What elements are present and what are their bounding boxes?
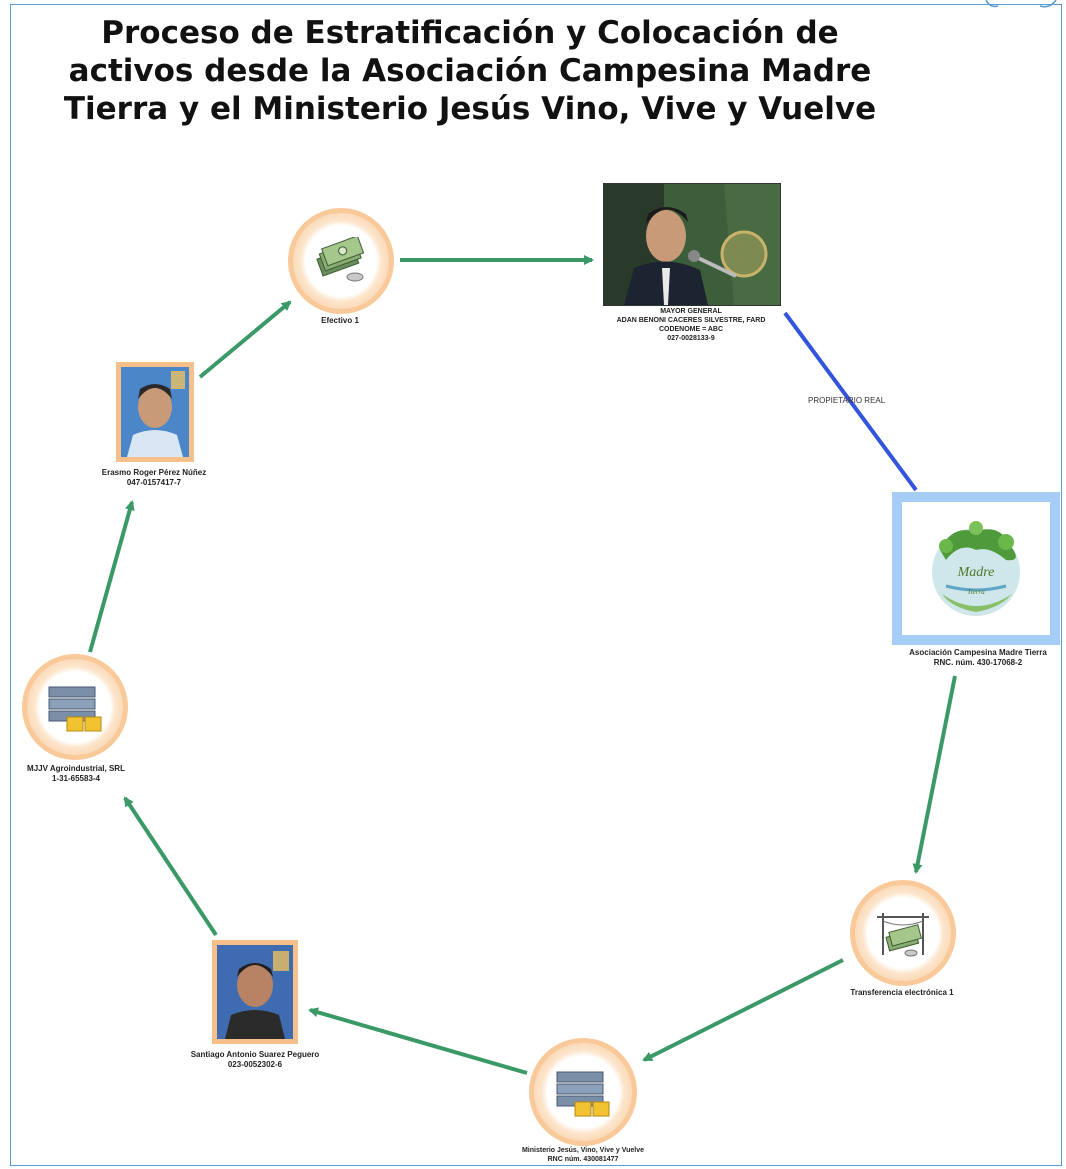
company-building-icon: [48, 686, 102, 732]
earth-tree-logo-icon: Madre Tierra: [932, 521, 1020, 616]
erasmo-id: 047-0157417-7: [126, 478, 182, 487]
madre-tierra-label: Asociación Campesina Madre Tierra RNC. n…: [909, 648, 1047, 668]
ministerio-rnc: RNC núm. 430081477: [547, 1156, 619, 1163]
madre-tierra-logo-frame: Madre Tierra: [892, 492, 1060, 645]
madre-tierra-rnc: RNC. núm. 430-17068-2: [933, 658, 1023, 667]
wire-transfer-icon: [877, 913, 929, 957]
madre-tierra-name: Asociación Campesina Madre Tierra: [909, 648, 1047, 657]
cash-stack-icon: [316, 237, 365, 282]
santiago-name: Santiago Antonio Suarez Peguero: [190, 1050, 320, 1059]
edge-madre-tierra-to-transferencia: [912, 675, 957, 874]
ministerio-label: Ministerio Jesús, Vino, Vive y Vuelve RN…: [522, 1146, 644, 1164]
santiago-photo: [217, 945, 293, 1039]
erasmo-photo: [121, 367, 189, 457]
santiago-label: Santiago Antonio Suarez Peguero 023-0052…: [191, 1050, 320, 1070]
efectivo-label: Efectivo 1: [321, 316, 359, 325]
mjv-name: MJJV Agroindustrial, SRL: [27, 764, 125, 773]
santiago-id: 023-0052302-6: [227, 1060, 283, 1069]
mayor-name: ADAN BENONI CACERES SILVESTRE, FARD: [616, 317, 766, 324]
svg-text:Madre: Madre: [957, 565, 995, 580]
mjv-label: MJJV Agroindustrial, SRL 1-31-65583-4: [27, 764, 125, 784]
diagram-title: Proceso de Estratificación y Colocación …: [63, 15, 877, 127]
edge-transferencia-to-ministerio: [642, 958, 844, 1062]
edge-label-propietario-real: PROPIETARIO REAL: [808, 396, 886, 405]
edge-mjv-to-erasmo: [88, 500, 135, 653]
santiago-photo-frame: [212, 940, 298, 1044]
mjv-rnc: 1-31-65583-4: [51, 774, 101, 783]
corner-logo-fragment: [985, 0, 1057, 8]
company-building-icon: [556, 1071, 610, 1117]
erasmo-label: Erasmo Roger Pérez Núñez 047-0157417-7: [102, 468, 206, 488]
ministerio-name: Ministerio Jesús, Vino, Vive y Vuelve: [521, 1147, 645, 1154]
edge-ministerio-to-santiago: [308, 1007, 528, 1075]
erasmo-name: Erasmo Roger Pérez Núñez: [101, 468, 207, 477]
svg-text:Tierra: Tierra: [967, 588, 985, 596]
mayor-rank: MAYOR GENERAL: [660, 308, 722, 315]
edge-erasmo-to-efectivo: [198, 300, 292, 379]
diagram-frame: [10, 4, 1062, 1166]
mayor-codename: CODENOME = ABC: [658, 326, 724, 333]
transferencia-label: Transferencia electrónica 1: [850, 988, 954, 997]
edge-mayor-owner-madre-tierra: [783, 311, 918, 492]
mayor-id: 027-0028133-9: [667, 335, 715, 342]
mayor-label: MAYOR GENERAL ADAN BENONI CACERES SILVES…: [617, 307, 766, 343]
edge-santiago-to-mjv: [123, 796, 218, 937]
mayor-photo: [603, 183, 781, 306]
erasmo-photo-frame: [116, 362, 194, 462]
